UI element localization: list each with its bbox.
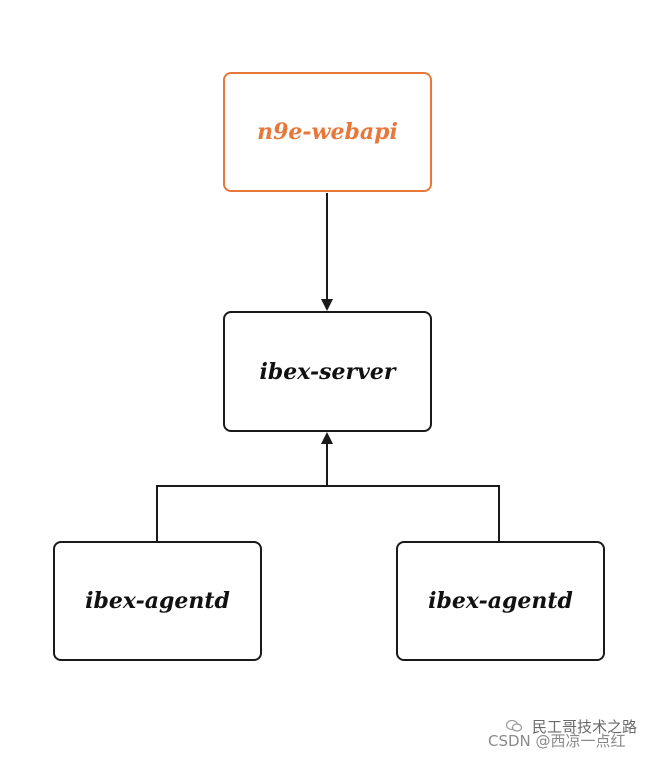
node-ibex-server: ibex-server: [223, 311, 432, 432]
node-label: ibex-agentd: [428, 588, 573, 614]
node-ibex-agentd-left: ibex-agentd: [53, 541, 262, 661]
arrowhead-up: [321, 432, 333, 444]
wechat-icon: [505, 719, 523, 732]
arrowhead-down: [321, 299, 333, 311]
watermark-line2: CSDN @西凉一点红: [488, 732, 626, 750]
watermark: 民工哥技术之路 CSDN @西凉一点红: [488, 712, 658, 756]
node-n9e-webapi: n9e-webapi: [223, 72, 432, 192]
node-ibex-agentd-right: ibex-agentd: [396, 541, 605, 661]
node-label: ibex-agentd: [85, 588, 230, 614]
edge-agent-right-to-server: [327, 485, 500, 541]
watermark-line1: 民工哥技术之路: [532, 718, 638, 736]
edge-agent-left-to-server: [156, 485, 327, 541]
node-label: ibex-server: [259, 358, 396, 385]
node-label: n9e-webapi: [257, 119, 398, 145]
